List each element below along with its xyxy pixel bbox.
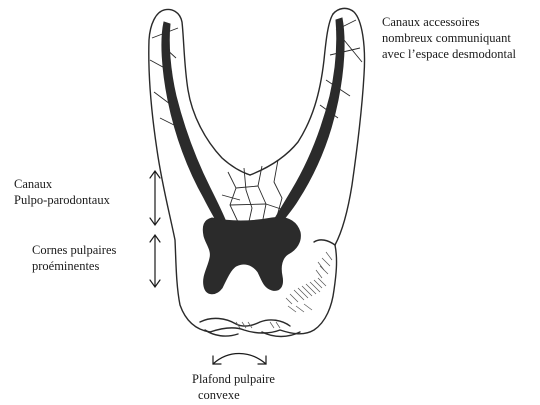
pulp-horns-line-1: Cornes pulpaires (32, 242, 116, 258)
pulp-roof-line-1: Plafond pulpaire (192, 371, 275, 387)
curved-arrow-icon (213, 354, 266, 365)
accessory-canals-label: Canaux accessoires nombreux communiquant… (382, 14, 516, 62)
double-arrow-icon (150, 235, 160, 287)
pulp-canals-line-1: Canaux (14, 176, 110, 192)
accessory-canals-line-3: avec l’espace desmodontal (382, 46, 516, 62)
pulp-roof-label: Plafond pulpaire convexe (192, 371, 275, 403)
pulp-roof-line-2: convexe (192, 387, 275, 403)
accessory-canals-line-2: nombreux communiquant (382, 30, 516, 46)
pulp-canals-label: Canaux Pulpo-parodontaux (14, 176, 110, 208)
pulp-canals-line-2: Pulpo-parodontaux (14, 192, 110, 208)
tooth-outline (149, 8, 365, 336)
pulp-horns-label: Cornes pulpaires proéminentes (32, 242, 116, 274)
accessory-canals-line-1: Canaux accessoires (382, 14, 516, 30)
pulp-horns-line-2: proéminentes (32, 258, 116, 274)
double-arrow-icon (150, 171, 160, 225)
pulp-chamber (162, 18, 344, 294)
